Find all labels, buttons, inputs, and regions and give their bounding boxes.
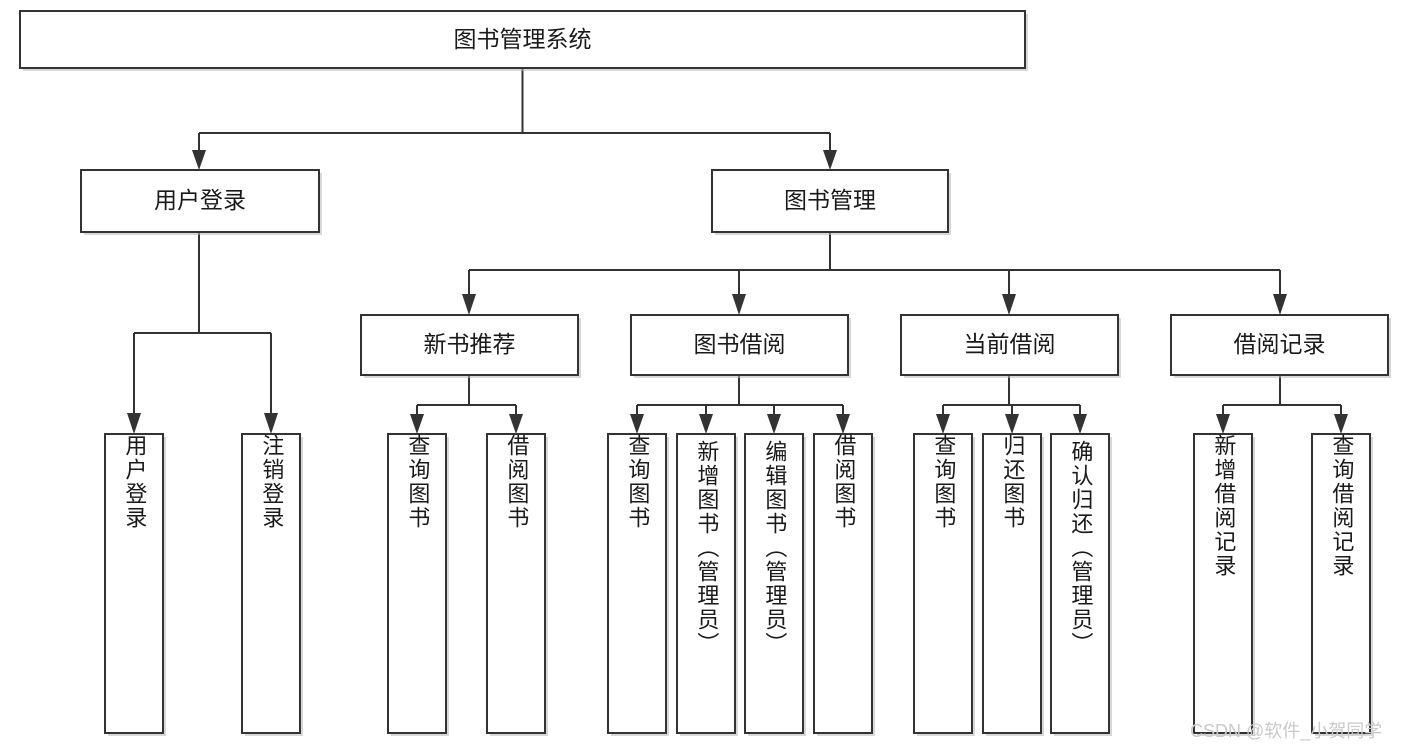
leaf-current-confirm-label: 确认归还（管理员）: [1068, 440, 1094, 656]
node-leaf-current-return-box[interactable]: [981, 432, 1043, 735]
arrow-to-leaf-borrow-add: [699, 414, 713, 434]
arrow-to-leaf-current-query: [936, 414, 950, 434]
arrow-to-leaf-current-return: [1005, 414, 1019, 434]
node-leaf-recommend-borrow-box[interactable]: [485, 432, 547, 735]
leaf-record-query-label: 查询借阅记录: [1329, 434, 1355, 578]
leaf-current-return-label: 归还图书: [1000, 434, 1026, 530]
node-borrow-record-label: 借阅记录: [1234, 331, 1326, 357]
node-layer: 图书管理系统 用户登录 图书管理 新书推荐 图书借阅 当前借阅: [18, 9, 1391, 736]
node-leaf-current-query-box[interactable]: [912, 432, 974, 735]
node-book-borrow-label: 图书借阅: [694, 331, 786, 357]
leaf-user-login-label: 用户登录: [122, 434, 148, 530]
node-current-borrow-box[interactable]: [899, 313, 1120, 377]
leaf-borrow-add-label: 新增图书（管理员）: [694, 440, 720, 656]
arrow-to-leaf-borrow-edit: [767, 414, 781, 434]
node-root-box[interactable]: [18, 9, 1027, 70]
node-leaf-recommend-query-box[interactable]: [386, 432, 448, 735]
arrow-to-book-borrow: [732, 294, 746, 315]
node-user-login-label: 用户登录: [154, 187, 246, 213]
node-leaf-current-confirm-box[interactable]: [1049, 432, 1111, 735]
arrow-to-user-login: [192, 150, 206, 170]
arrow-to-borrow-record: [1273, 294, 1287, 315]
arrow-to-leaf-borrow-lend: [836, 414, 850, 434]
node-borrow-record-box[interactable]: [1169, 313, 1390, 377]
leaf-user-logout-label: 注销登录: [259, 434, 285, 530]
leaf-borrow-edit-label: 编辑图书（管理员）: [762, 440, 788, 656]
leaf-recommend-query-label: 查询图书: [405, 434, 431, 530]
node-book-borrow-box[interactable]: [629, 313, 850, 377]
leaf-record-add-label: 新增借阅记录: [1211, 434, 1237, 578]
node-current-borrow-label: 当前借阅: [964, 331, 1056, 357]
arrow-to-leaf-recommend-query: [410, 414, 424, 434]
node-leaf-borrow-lend-box[interactable]: [812, 432, 874, 735]
arrow-to-new-book-recommend: [462, 294, 476, 315]
node-user-login-box[interactable]: [79, 168, 321, 234]
leaf-borrow-query-label: 查询图书: [625, 434, 651, 530]
arrow-to-leaf-user-logout: [264, 413, 278, 434]
node-new-book-recommend-box[interactable]: [359, 313, 580, 377]
csdn-watermark: CSDN @软件_小贺同学: [1190, 721, 1383, 741]
arrow-to-current-borrow: [1002, 294, 1016, 315]
node-leaf-user-logout-box[interactable]: [240, 432, 302, 735]
arrow-to-book-manage: [823, 150, 837, 170]
arrow-to-leaf-record-add: [1216, 414, 1230, 434]
node-book-manage-label: 图书管理: [784, 187, 876, 213]
node-book-manage-box[interactable]: [710, 168, 950, 234]
arrow-to-leaf-recommend-borrow: [509, 414, 523, 434]
leaf-recommend-borrow-label: 借阅图书: [504, 434, 530, 530]
arrow-to-leaf-record-query: [1334, 414, 1348, 434]
node-leaf-user-login-box[interactable]: [103, 432, 165, 735]
leaf-current-query-label: 查询图书: [931, 434, 957, 530]
arrow-to-leaf-borrow-query: [630, 414, 644, 434]
node-new-book-recommend-label: 新书推荐: [424, 331, 516, 357]
node-leaf-record-add-box[interactable]: [1192, 432, 1254, 735]
node-leaf-borrow-add-box[interactable]: [675, 432, 737, 735]
node-leaf-borrow-edit-box[interactable]: [743, 432, 805, 735]
node-leaf-record-query-box[interactable]: [1310, 432, 1372, 735]
connector-layer: [127, 68, 1348, 434]
node-root-label: 图书管理系统: [454, 26, 592, 52]
node-leaf-borrow-query-box[interactable]: [606, 432, 668, 735]
arrow-to-leaf-user-login: [127, 413, 141, 434]
arrow-to-leaf-current-confirm: [1073, 414, 1087, 434]
leaf-borrow-lend-label: 借阅图书: [831, 434, 857, 530]
